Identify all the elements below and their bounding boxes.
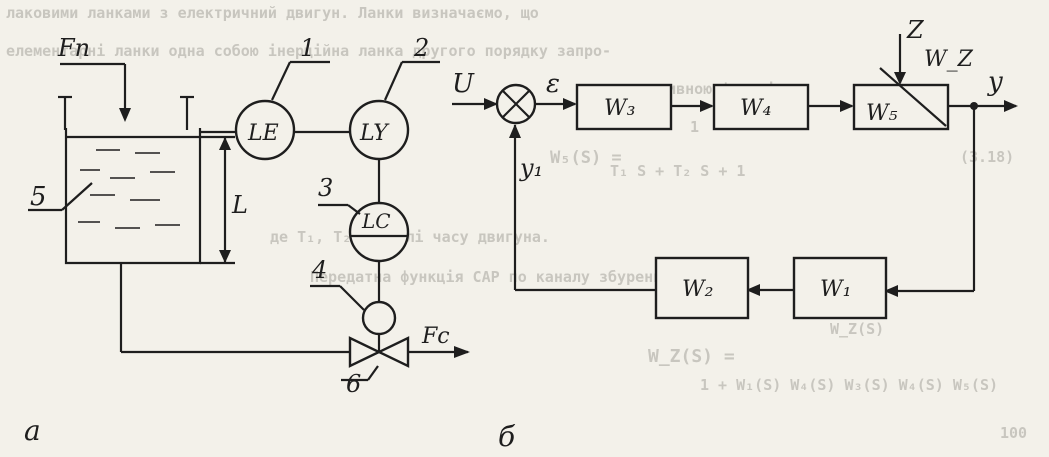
bg-page-number: 100 [1000,424,1028,442]
w4-w5-arrow [840,100,854,112]
block-w4 [712,83,810,131]
leader-3 [347,204,361,215]
label-fn: Fn [57,34,90,62]
output-arrow [1004,100,1018,112]
w1-w2-arrow [746,284,760,296]
w3-w4-arrow [700,100,714,112]
tank-body [64,128,202,265]
leader-1 [271,61,291,101]
caption-a: а [24,414,41,447]
input-arrow [484,98,498,110]
disturbance-tf-label: W_Z [924,47,974,72]
signal-output-y: y [987,67,1003,97]
bg-formula-num: 1 [690,118,700,136]
bg-text-line1: лаковими ланками з електричний двигун. Л… [6,4,539,22]
controller-ly-label: LY [359,121,390,146]
bg-wz-num: W_Z(S) [830,320,885,338]
leader-5-tip [61,182,93,211]
label-num-5: 5 [30,182,47,212]
valve-left-wing [348,336,382,368]
block-w5-diagonal [879,67,947,127]
label-num-3: 3 [318,174,333,202]
leader-6 [367,365,379,381]
level-schematic: Fn 5 L LE 1 LY 2 [24,34,470,447]
disturbance-arrow [894,72,906,85]
label-level-L: L [231,191,248,219]
label-num-1: 1 [300,34,315,62]
signal-error: ε [546,69,560,99]
block-w2 [654,256,750,320]
signal-feedback-y1: y₁ [519,154,543,182]
leader-4 [339,285,365,311]
bg-wz-lhs: W_Z(S) = [648,346,735,367]
bg-definition-line: де T₁, T₂ – сталі часу двигуна. [270,228,550,246]
regulator-lc-label: LC [361,209,391,233]
signal-input-u: U [452,69,475,99]
block-w2-label: W₂ [682,277,713,302]
signal-disturbance-z: Z [906,16,925,44]
sensor-le-label: LE [247,121,279,146]
bg-formula-den: T₁ S + T₂ S + 1 [610,162,746,180]
label-num-4: 4 [311,256,327,284]
dim-arrow-top [219,137,231,150]
block-w5-label: W₅ [866,101,898,126]
actuator-circle [361,300,397,336]
bg-wz-den: 1 + W₁(S) W₄(S) W₃(S) W₄(S) W₅(S) [700,376,999,394]
liquid-hatch [78,149,180,229]
block-w1-label: W₁ [820,277,851,302]
summing-cross-b [502,90,530,118]
feedback-junction-arrow [509,124,521,138]
label-num-2: 2 [413,34,429,62]
error-arrow [563,98,577,110]
block-w4-label: W₄ [740,96,771,121]
dim-arrow-bottom [219,250,231,263]
label-fc: Fc [421,324,450,349]
label-num-6: 6 [346,370,361,398]
inflow-arrow-head [119,108,131,122]
sensor-le-circle [234,99,296,161]
outflow-arrow-head [454,346,470,358]
block-w3-label: W₃ [604,96,635,121]
valve-right-wing [376,336,410,368]
bg-transfer-line: Передатна функція САР по каналу збурення [310,268,672,286]
bg-formula-left: W₅(S) = [550,148,622,168]
feedback-w1-arrow [884,285,898,297]
block-w1 [792,256,888,320]
block-diagram: U ε W₃ W₄ W₅ [452,16,1018,453]
caption-b: б [498,420,516,453]
leader-2 [383,61,404,101]
bg-text-line2: елементарні ланки одна собою інерційна л… [6,42,612,60]
